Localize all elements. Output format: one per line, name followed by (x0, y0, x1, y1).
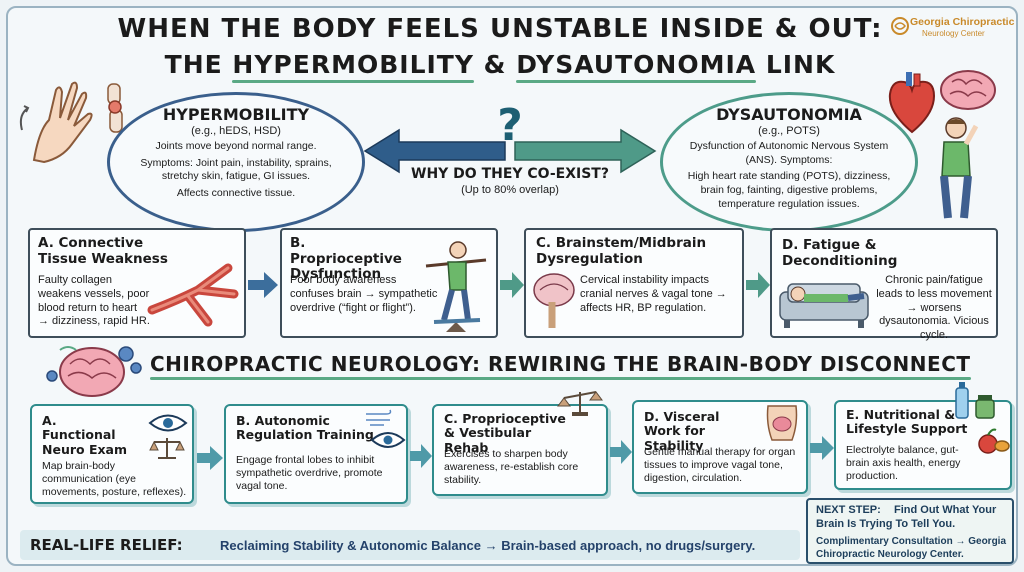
step-text: Electrolyte balance, gut-brain axis heal… (846, 444, 961, 483)
hypermobility-line-2: Symptoms: Joint pain, instability, sprai… (140, 156, 332, 183)
mechanism-text: Poor body awareness confuses brain → sym… (290, 274, 438, 314)
step-card-e: E. Nutritional & Lifestyle Support Elect… (834, 382, 1012, 490)
arrow-right-icon (610, 440, 632, 464)
logo-subtitle: Neurology Center (922, 29, 985, 38)
hypermobility-title: HYPERMOBILITY (162, 105, 310, 124)
step-card-b: B. Autonomic Regulation Training Engage … (224, 404, 408, 504)
mechanism-card-a: A. Connective Tissue Weakness Faulty col… (28, 228, 246, 338)
title-hypermobility: HYPERMOBILITY (232, 50, 474, 83)
supplement-jar-icon (975, 395, 995, 419)
dysautonomia-line-1: Dysfunction of Autonomic Nervous System … (689, 140, 889, 166)
logo-brain-icon (891, 17, 909, 35)
arrow-right-icon (810, 436, 834, 460)
mechanism-card-b: B. Proprioceptive Dysfunction Poor body … (280, 228, 498, 338)
section-title-text: CHIROPRACTIC NEUROLOGY: REWIRING THE BRA… (150, 352, 971, 380)
mechanism-title: A. Connective Tissue Weakness (38, 235, 168, 267)
step-card-c: C. Proprioceptive & Vestibular Rehab Exe… (432, 391, 608, 496)
relief-label: REAL-LIFE RELIEF: (30, 536, 183, 554)
step-text: Engage frontal lobes to inhibit sympathe… (236, 454, 383, 493)
balancing-person-icon (425, 241, 487, 332)
hypermobile-hand-icon (19, 81, 93, 164)
relief-text: Reclaiming Stability & Autonomic Balance… (220, 538, 756, 553)
mechanism-text: Faulty collagen weakens vessels, poor bl… (38, 274, 150, 328)
mechanism-title: D. Fatigue & Deconditioning (782, 237, 898, 269)
step-title: D. Visceral Work for Stability (644, 409, 720, 453)
arrow-right-icon (197, 446, 223, 470)
dysautonomia-title: DYSAUTONOMIA (716, 105, 862, 124)
dysautonomia-subtitle: (e.g., POTS) (758, 125, 820, 137)
water-bottle-icon (955, 382, 969, 419)
section-title: CHIROPRACTIC NEUROLOGY: REWIRING THE BRA… (150, 352, 990, 380)
next-step-label: NEXT STEP: (816, 504, 881, 516)
logo-name: Georgia Chiropractic (910, 16, 1015, 28)
mechanism-card-d: D. Fatigue & Deconditioning Chronic pain… (770, 228, 998, 341)
title-mid: & (473, 50, 517, 79)
scale-icon (149, 438, 185, 459)
couch-person-icon (779, 283, 869, 328)
eye-icon (370, 432, 406, 448)
arrow-right-icon (410, 444, 432, 468)
logo: Georgia Chiropractic Neurology Center (888, 12, 1018, 46)
mechanism-text: Chronic pain/fatigue leads to less movem… (876, 274, 992, 341)
dysautonomia-line-2: High heart rate standing (POTS), dizzine… (687, 170, 891, 210)
eye-icon (148, 414, 188, 432)
step-text: Map brain-body communication (eye moveme… (42, 460, 187, 499)
title-line-1: WHEN THE BODY FEELS UNSTABLE INSIDE & OU… (117, 14, 883, 44)
mechanism-text: Cervical instability impacts cranial ner… (580, 274, 727, 314)
brain-icon (940, 70, 996, 110)
double-arrow-icon (363, 128, 657, 174)
step-title: B. Autonomic Regulation Training (236, 413, 374, 443)
step-title: A. Functional Neuro Exam (42, 413, 128, 457)
heart-icon (888, 72, 936, 134)
title-suffix: LINK (756, 50, 836, 79)
center-title: WHY DO THEY CO-EXIST? (411, 166, 609, 182)
hypermobility-line-1: Joints move beyond normal range. (155, 140, 317, 152)
step-text: Exercises to sharpen body awareness, re-… (444, 448, 579, 487)
brainstem-icon (533, 273, 575, 328)
mechanism-title: C. Brainstem/Midbrain Dysregulation (536, 235, 707, 267)
arrow-right-icon (746, 272, 770, 298)
hypermobility-oval: HYPERMOBILITY (e.g., hEDS, HSD) Joints m… (107, 92, 365, 232)
abdomen-icon (766, 405, 798, 441)
hypermobility-line-3: Affects connective tissue. (176, 186, 296, 199)
mechanism-title: B. Proprioceptive Dysfunction (290, 235, 402, 283)
wind-icon (366, 409, 392, 426)
title-prefix: THE (164, 50, 233, 79)
center-subtitle: (Up to 80% overlap) (461, 184, 559, 196)
step-title: E. Nutritional & Lifestyle Support (846, 407, 968, 437)
hypermobility-subtitle: (e.g., hEDS, HSD) (191, 125, 281, 137)
step-text: Gentle manual therapy for organ tissues … (644, 446, 796, 485)
title-line-2: THE HYPERMOBILITY & DYSAUTONOMIA LINK (110, 50, 890, 83)
consultation-cta[interactable]: Complimentary Consultation → Georgia Chi… (816, 536, 1007, 560)
fruit-icon (978, 428, 1010, 454)
arrow-right-icon (248, 272, 278, 298)
question-mark-icon: ? (497, 100, 523, 151)
relief-banner: REAL-LIFE RELIEF: Reclaiming Stability &… (20, 530, 800, 560)
balance-board-icon (557, 391, 603, 416)
mechanism-card-c: C. Brainstem/Midbrain Dysregulation Cerv… (524, 228, 744, 338)
next-step-text: Find Out What Your Brain Is Trying To Te… (816, 504, 997, 530)
dizzy-person-icon (940, 117, 979, 219)
center-question: WHY DO THEY CO-EXIST? (Up to 80% overlap… (390, 166, 630, 196)
step-card-d: D. Visceral Work for Stability Gentle ma… (632, 400, 808, 494)
arrow-right-icon (500, 272, 524, 298)
title-dysautonomia: DYSAUTONOMIA (516, 50, 757, 83)
blood-vessel-icon (147, 263, 239, 327)
step-card-a: A. Functional Neuro Exam Map brain-body … (30, 404, 194, 504)
step-title: C. Proprioceptive & Vestibular Rehab (444, 411, 566, 455)
joint-knee-icon (107, 83, 123, 133)
next-step-box[interactable]: NEXT STEP: Find Out What Your Brain Is T… (806, 498, 1014, 564)
dysautonomia-oval: DYSAUTONOMIA (e.g., POTS) Dysfunction of… (660, 92, 918, 232)
brain-gears-icon (46, 346, 142, 397)
